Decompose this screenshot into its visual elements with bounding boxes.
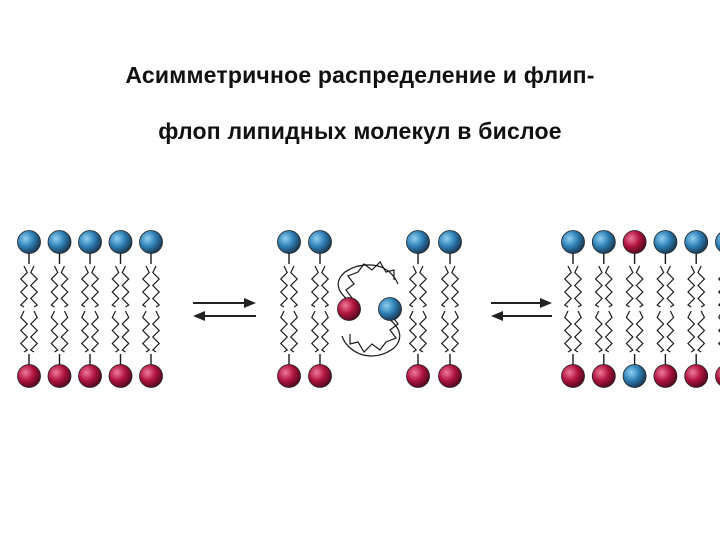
middle-bottom-head-2 (406, 364, 430, 388)
diagram-title-line-1: Асимметричное распределение и флип- (125, 62, 595, 88)
right-top-head-3 (653, 230, 678, 254)
middle-top-head-0 (277, 230, 301, 254)
lipid-tails-middle-1 (310, 253, 330, 365)
middle-bottom-head-1 (308, 364, 332, 388)
right-bottom-head-4 (684, 364, 709, 388)
left-bottom-head-2 (78, 364, 102, 388)
left-bottom-head-3 (108, 364, 133, 388)
left-bottom-head-0 (17, 364, 41, 388)
lipid-tails-middle-3 (440, 253, 460, 365)
lipid-tails-middle-2 (408, 253, 428, 365)
flipping-lipid-tails (337, 261, 401, 357)
left-top-head-1 (47, 230, 72, 254)
flipping-head-blue (378, 297, 402, 321)
right-top-head-4 (684, 230, 709, 254)
left-top-head-4 (139, 230, 163, 254)
lipid-tails-left-2 (80, 253, 100, 365)
middle-top-head-3 (438, 230, 462, 254)
equilibrium-arrows-right (491, 298, 552, 321)
diagram-title-line-2: флоп липидных молекул в бислое (158, 118, 562, 144)
left-top-head-0 (17, 230, 41, 254)
left-bottom-head-1 (47, 364, 72, 388)
lipid-tails-left-4 (141, 253, 161, 365)
lipid-tails-left-3 (111, 253, 130, 365)
right-bottom-head-3 (653, 364, 678, 388)
lipid-tails-right-1 (594, 253, 613, 365)
right-top-head-5 (715, 232, 720, 252)
lipid-tails-right-2 (625, 253, 644, 365)
right-top-head-0 (561, 230, 585, 254)
middle-top-head-1 (308, 230, 332, 254)
middle-bottom-head-0 (277, 364, 301, 388)
left-top-head-3 (108, 230, 133, 254)
right-top-head-2 (622, 230, 647, 254)
left-bottom-head-4 (139, 364, 163, 388)
lipid-tails-right-0 (563, 253, 583, 365)
right-bottom-head-0 (561, 364, 585, 388)
lipid-tails-right-3 (656, 253, 675, 365)
middle-top-head-2 (406, 230, 430, 254)
middle-bottom-head-3 (438, 364, 462, 388)
right-bottom-head-2 (622, 364, 647, 388)
lipid-tails-right-4 (687, 253, 706, 365)
right-bottom-head-5 (715, 366, 720, 386)
right-top-head-1 (591, 230, 616, 254)
lipid-tails-left-1 (50, 253, 69, 365)
left-top-head-2 (78, 230, 102, 254)
right-bottom-head-1 (591, 364, 616, 388)
equilibrium-arrows-left (193, 298, 256, 321)
lipid-tails-left-0 (19, 253, 39, 365)
lipid-tails-middle-0 (279, 253, 299, 365)
flipping-head-red (337, 297, 361, 321)
